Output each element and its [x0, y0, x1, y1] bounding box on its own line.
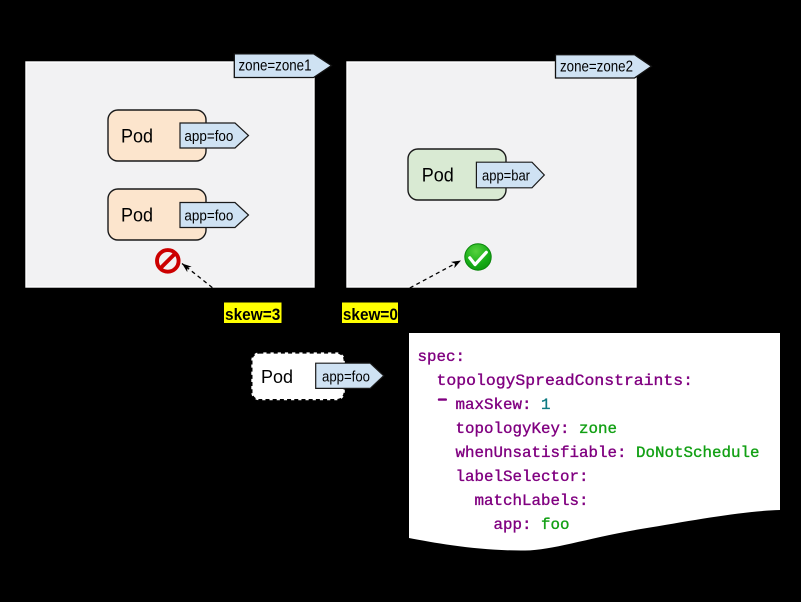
- svg-text:zone=zone2: zone=zone2: [560, 58, 633, 75]
- svg-text:skew=3: skew=3: [225, 305, 280, 324]
- svg-text:maxSkew:: maxSkew:: [456, 396, 532, 414]
- svg-text:matchLabels:: matchLabels:: [475, 492, 589, 510]
- svg-text:DoNotSchedule: DoNotSchedule: [636, 444, 760, 462]
- svg-text:zone=zone1: zone=zone1: [239, 58, 312, 75]
- svg-text:app=bar: app=bar: [482, 168, 530, 185]
- svg-text:foo: foo: [541, 516, 570, 534]
- svg-text:zone: zone: [579, 420, 617, 438]
- svg-text:app=foo: app=foo: [322, 368, 370, 385]
- svg-text:Pod: Pod: [422, 166, 454, 187]
- svg-text:app=foo: app=foo: [184, 128, 233, 145]
- svg-text:skew=0: skew=0: [343, 305, 398, 324]
- svg-text:topologySpreadConstraints:: topologySpreadConstraints:: [437, 372, 694, 390]
- svg-text:app=foo: app=foo: [184, 208, 233, 225]
- svg-text:Pod: Pod: [261, 367, 293, 387]
- svg-text:1: 1: [541, 396, 551, 414]
- svg-text:whenUnsatisfiable:: whenUnsatisfiable:: [456, 444, 627, 462]
- svg-text:spec:: spec:: [418, 348, 466, 366]
- svg-text:Pod: Pod: [121, 127, 153, 148]
- svg-text:labelSelector:: labelSelector:: [456, 468, 589, 486]
- svg-text:topologyKey:: topologyKey:: [456, 420, 570, 438]
- svg-text:app:: app:: [494, 516, 532, 534]
- svg-text:Pod: Pod: [121, 206, 153, 227]
